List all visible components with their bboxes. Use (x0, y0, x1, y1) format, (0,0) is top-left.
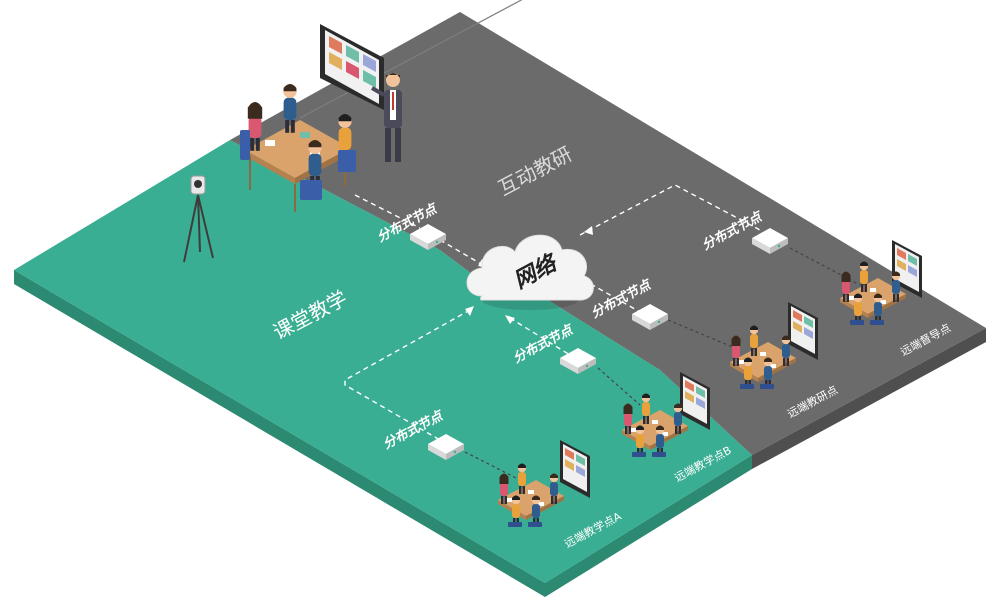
link-center-node-site (667, 319, 741, 351)
research-zone-divider (299, 0, 523, 119)
network-cloud: 网络 (466, 234, 594, 310)
students-icon (240, 84, 356, 200)
arrowhead (465, 306, 474, 316)
classroom-zone-side (14, 270, 545, 597)
arrowhead (505, 315, 515, 324)
interactive-screen-icon (320, 24, 384, 110)
site-links (464, 247, 861, 481)
link-cloud-teach-node (509, 317, 571, 356)
link-classroom-node (354, 194, 421, 229)
main-classroom (183, 24, 402, 263)
link-cloud-a-node (344, 309, 471, 441)
classroom-zone-side-right (545, 455, 752, 597)
camera-tripod-icon (183, 175, 214, 263)
teacher-icon (370, 73, 402, 162)
link-research-node-site (789, 247, 861, 286)
arrowhead (584, 226, 593, 235)
link-cloud-research-node (579, 184, 761, 236)
link-a-node-site (464, 451, 521, 481)
research-zone-side (752, 328, 986, 469)
